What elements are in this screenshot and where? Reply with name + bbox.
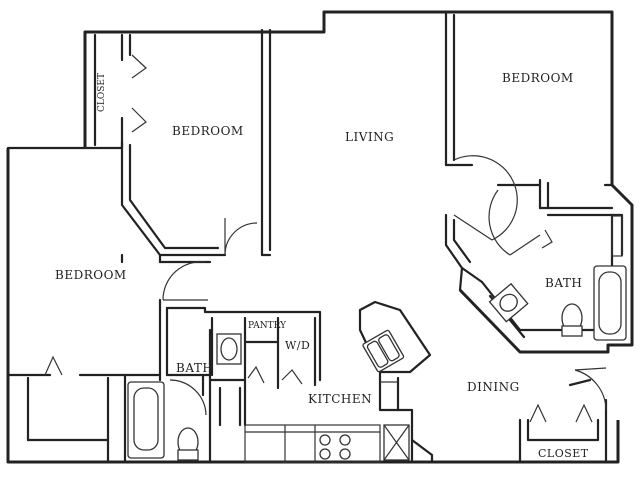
stove: [319, 434, 351, 460]
label-bath-right: BATH: [545, 276, 582, 290]
kitchen-sink: [362, 329, 405, 373]
sink-right: [488, 282, 529, 323]
fixtures: [127, 215, 627, 461]
room-labels: BEDROOM BEDROOM BEDROOM LIVING BATH BATH…: [55, 71, 589, 460]
label-closet-left: CLOSET: [97, 73, 107, 112]
interior-walls: [6, 10, 624, 464]
label-living: LIVING: [345, 130, 394, 144]
label-kitchen: KITCHEN: [308, 392, 372, 406]
label-bedroom-top-left: BEDROOM: [172, 124, 244, 138]
label-pantry: PANTRY: [248, 321, 287, 331]
label-bath-left: BATH: [176, 361, 213, 375]
label-bedroom-right: BEDROOM: [502, 71, 574, 85]
label-closet-right: CLOSET: [538, 447, 589, 460]
label-bedroom-left: BEDROOM: [55, 268, 127, 282]
label-wd: W/D: [285, 339, 310, 352]
doors: [44, 54, 607, 423]
label-dining: DINING: [467, 380, 520, 394]
